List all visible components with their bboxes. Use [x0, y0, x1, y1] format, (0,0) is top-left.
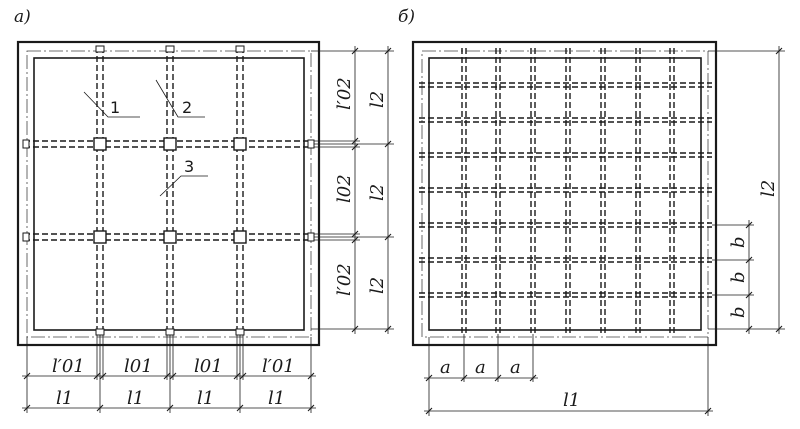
dims-bottom-a: l′01 l01 l01 l′01 l1 l1 l1 l1: [22, 335, 316, 413]
dim-l1-3: l1: [197, 388, 214, 409]
dim-l1-2: l1: [127, 388, 144, 409]
slab-outline: [16, 40, 321, 347]
dim-l1-1: l1: [56, 388, 73, 409]
dims-right-a: l′02 l02 l′02 l2 l2 l2: [311, 46, 394, 334]
column: [93, 230, 107, 244]
dim-l02-middle: l02: [334, 174, 355, 203]
slab-outline-b: [411, 40, 718, 347]
dim-a-1: a: [440, 357, 451, 378]
vertical-beams: [95, 45, 245, 336]
dim-a-2: a: [475, 357, 486, 378]
dim-l2-1: l2: [367, 91, 388, 108]
callout-3: 3: [184, 157, 194, 176]
dims-bottom-b: a a a l1: [424, 334, 713, 416]
callout-1: 1: [110, 98, 120, 117]
beam-v-3: [235, 45, 245, 336]
dim-l1-4: l1: [268, 388, 285, 409]
wall-axis-line-b: [421, 50, 709, 338]
dim-l2-2: l2: [367, 184, 388, 201]
column: [163, 137, 177, 151]
dim-l01-prime-left: l′01: [52, 356, 85, 377]
dim-l01-2: l01: [194, 356, 223, 377]
slab-inner-outline: [33, 57, 305, 331]
callout-2: 2: [182, 98, 192, 117]
beam-v-1: [95, 45, 105, 336]
dim-l01-prime-right: l′01: [262, 356, 295, 377]
dims-right-b: b b b l2: [708, 46, 785, 334]
dim-a-3: a: [510, 357, 521, 378]
panel-b: б): [398, 7, 785, 416]
dim-l01-1: l01: [124, 356, 153, 377]
beam-v-2: [165, 45, 175, 336]
dim-l1-total: l1: [563, 390, 580, 411]
dim-l2-total: l2: [758, 180, 779, 197]
columns: [93, 137, 247, 244]
column: [163, 230, 177, 244]
callout-leader-3: [159, 175, 208, 197]
dim-l2-3: l2: [367, 277, 388, 294]
ribs-horizontal: [419, 82, 712, 298]
panel-a-label: а): [14, 7, 31, 27]
callout-leader-1: [83, 91, 140, 118]
column: [93, 137, 107, 151]
callout-leader-2: [155, 79, 205, 118]
column: [233, 230, 247, 244]
ribs-vertical: [461, 48, 675, 334]
horizontal-beams: [22, 139, 315, 242]
callouts: 1 2 3: [83, 79, 208, 197]
wall-axis-line: [26, 50, 312, 338]
panel-a: а): [14, 7, 394, 413]
dim-l02-prime-top: l′02: [334, 77, 355, 110]
dim-b-3: b: [728, 306, 749, 318]
dim-b-2: b: [728, 271, 749, 283]
dim-b-1: b: [728, 236, 749, 248]
panel-b-label: б): [398, 7, 415, 27]
column: [233, 137, 247, 151]
slab-inner-outline-b: [428, 57, 702, 331]
dim-l02-prime-bottom: l′02: [334, 263, 355, 296]
